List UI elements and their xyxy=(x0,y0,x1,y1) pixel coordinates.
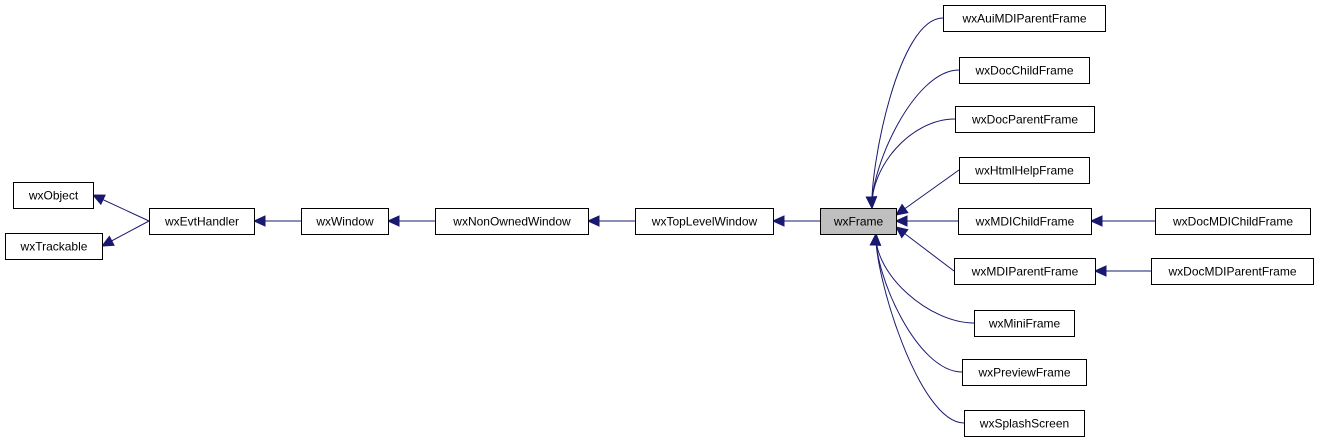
class-node-label: wxFrame xyxy=(833,215,884,229)
arrowhead-wx-frame xyxy=(895,226,909,239)
class-node-wx-doc-child-frame[interactable]: wxDocChildFrame xyxy=(959,57,1090,84)
class-node-box xyxy=(959,57,1090,84)
class-node-wx-non-owned-window[interactable]: wxNonOwnedWindow xyxy=(435,208,589,235)
arrowhead-wx-mdichild-frame xyxy=(1089,215,1103,227)
class-node-box xyxy=(1155,208,1311,235)
class-node-box xyxy=(301,208,389,235)
class-node-label: wxDocParentFrame xyxy=(971,113,1078,127)
class-node-box xyxy=(964,410,1085,437)
class-node-label: wxHtmlHelpFrame xyxy=(974,164,1074,178)
class-node-wx-mini-frame[interactable]: wxMiniFrame xyxy=(974,310,1075,337)
class-node-label: wxAuiMDIParentFrame xyxy=(961,12,1086,26)
arrowhead-wx-evt-handler xyxy=(252,215,266,227)
class-node-box xyxy=(820,208,897,235)
edge-layer xyxy=(91,17,1155,424)
class-node-wx-doc-mdichild-frame[interactable]: wxDocMDIChildFrame xyxy=(1155,208,1311,235)
class-node-label: wxDocChildFrame xyxy=(974,64,1073,78)
class-node-wx-aui-mdiparent-frame[interactable]: wxAuiMDIParentFrame xyxy=(943,5,1106,32)
class-node-label: wxDocMDIChildFrame xyxy=(1172,215,1293,229)
class-node-wx-object[interactable]: wxObject xyxy=(13,182,94,209)
class-node-label: wxObject xyxy=(28,189,79,203)
inheritance-edge-wx-doc-parent-frame-to-wx-frame xyxy=(871,118,956,209)
inheritance-edge-wx-aui-mdiparent-frame-to-wx-frame xyxy=(871,17,944,209)
arrowhead-wx-frame xyxy=(869,232,882,246)
class-node-box xyxy=(954,258,1096,285)
class-node-wx-mdichild-frame[interactable]: wxMDIChildFrame xyxy=(958,208,1092,235)
arrowhead-wx-mdiparent-frame xyxy=(1093,265,1107,277)
class-node-wx-frame[interactable]: wxFrame xyxy=(820,208,897,235)
arrowhead-wx-frame xyxy=(894,215,908,227)
class-node-wx-mdiparent-frame[interactable]: wxMDIParentFrame xyxy=(954,258,1096,285)
class-node-label: wxTrackable xyxy=(20,240,88,254)
class-node-box xyxy=(958,208,1092,235)
class-node-box xyxy=(943,5,1106,32)
class-node-label: wxTopLevelWindow xyxy=(651,215,758,229)
class-node-box xyxy=(5,233,103,260)
class-node-box xyxy=(435,208,589,235)
arrowhead-wx-trackable xyxy=(100,235,115,247)
class-node-label: wxDocMDIParentFrame xyxy=(1167,265,1296,279)
class-node-label: wxPreviewFrame xyxy=(977,366,1070,380)
inheritance-edge-wx-html-help-frame-to-wx-frame xyxy=(895,169,960,216)
class-node-wx-doc-parent-frame[interactable]: wxDocParentFrame xyxy=(955,106,1095,133)
class-node-label: wxMDIParentFrame xyxy=(971,265,1079,279)
class-node-label: wxMiniFrame xyxy=(988,317,1061,331)
class-node-box xyxy=(959,157,1090,184)
inheritance-edge-wx-mdiparent-frame-to-wx-frame xyxy=(895,226,955,272)
class-node-label: wxMDIChildFrame xyxy=(975,215,1075,229)
class-node-label: wxEvtHandler xyxy=(164,215,239,229)
class-node-box xyxy=(1151,258,1314,285)
arrowhead-wx-object xyxy=(91,194,106,206)
class-node-wx-evt-handler[interactable]: wxEvtHandler xyxy=(149,208,255,235)
arrowhead-wx-window xyxy=(386,215,400,227)
class-node-label: wxNonOwnedWindow xyxy=(452,215,571,229)
arrowhead-wx-frame xyxy=(895,203,909,216)
arrowhead-wx-non-owned-window xyxy=(586,215,600,227)
class-node-wx-splash-screen[interactable]: wxSplashScreen xyxy=(964,410,1085,437)
class-node-wx-doc-mdiparent-frame[interactable]: wxDocMDIParentFrame xyxy=(1151,258,1314,285)
class-node-box xyxy=(955,106,1095,133)
class-node-box xyxy=(962,359,1087,386)
class-node-label: wxSplashScreen xyxy=(979,417,1069,431)
arrowhead-wx-frame xyxy=(865,196,878,210)
inheritance-edge-wx-mini-frame-to-wx-frame xyxy=(875,233,975,324)
class-node-wx-top-level-window[interactable]: wxTopLevelWindow xyxy=(635,208,774,235)
class-node-wx-trackable[interactable]: wxTrackable xyxy=(5,233,103,260)
node-layer: wxObject wxTrackable wxEvtHandler wxWindow w… xyxy=(5,5,1314,437)
class-node-box xyxy=(13,182,94,209)
inheritance-edge-wx-splash-screen-to-wx-frame xyxy=(875,233,965,424)
class-node-box xyxy=(149,208,255,235)
class-node-wx-preview-frame[interactable]: wxPreviewFrame xyxy=(962,359,1087,386)
class-node-box xyxy=(635,208,774,235)
inheritance-edge-wx-doc-child-frame-to-wx-frame xyxy=(871,69,960,209)
class-node-wx-window[interactable]: wxWindow xyxy=(301,208,389,235)
class-node-wx-html-help-frame[interactable]: wxHtmlHelpFrame xyxy=(959,157,1090,184)
class-node-label: wxWindow xyxy=(315,215,374,229)
arrowhead-wx-top-level-window xyxy=(771,215,785,227)
class-node-box xyxy=(974,310,1075,337)
